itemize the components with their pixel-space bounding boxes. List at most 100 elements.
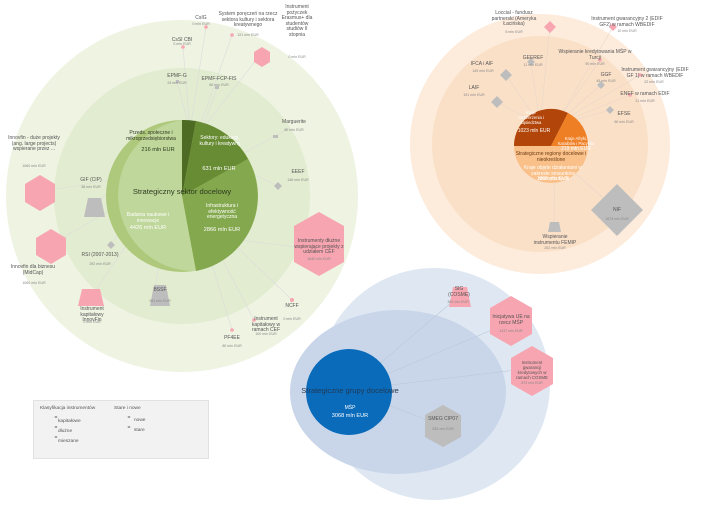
instr-innovfin-equity-name: Instrument kapitałowy InnovFin <box>80 306 104 324</box>
instr-rsi-name: RSI (2007-2013) <box>81 252 119 258</box>
instr-cef-debt-value: 1840 mln EUR <box>307 257 331 261</box>
instr-smeg-value: 530 mln EUR <box>432 427 454 431</box>
diamond-edif2 <box>609 23 617 31</box>
instr-culture-guarantee-name: System poręczeń na rzecz sektora kultury… <box>218 11 278 29</box>
sector-title: Strategiczny sektor docelowy <box>132 187 232 196</box>
instr-sme-initiative-name: Inicjatywa UE na rzecz MŚP <box>492 314 530 326</box>
instr-edif1-value: 22 mln EUR <box>644 80 664 84</box>
instr-erasmus-name: Instrument pożyczek Erasmus+ dla student… <box>281 4 313 38</box>
instr-loccial-value: 5 mln EUR <box>505 30 523 34</box>
instr-efse-value: 60 mln EUR <box>614 120 634 124</box>
instr-cssi-value: 0 mln EUR <box>173 42 191 46</box>
region-seg-external-value: 1965 mln EUR <box>536 176 570 182</box>
hexagon-culture-guarantee <box>254 47 270 67</box>
instr-nif-name: NIF <box>612 207 622 213</box>
group-segment-value: 3068 mln EUR <box>331 413 369 419</box>
hexagon-smeg <box>425 405 461 447</box>
dot-pf4ee <box>230 328 234 332</box>
instr-smeg-name: SMEG CIP07 <box>427 416 458 422</box>
instr-geeref-value: 11 mln EUR <box>523 63 543 67</box>
instr-csig-name: CsIG <box>195 15 207 21</box>
group-title: Strategiczne grupy docelowe <box>301 386 399 395</box>
instr-cef-equity-name: Instrument kapitałowy w ramach CEF <box>251 316 281 334</box>
trapezoid-sig <box>449 287 471 307</box>
instr-pf4ee-value: 80 mln EUR <box>222 344 242 348</box>
instr-turkey-sme-value: 90 mln EUR <box>585 62 605 66</box>
diamond-ifca <box>500 69 512 81</box>
instr-innovfin-large-name: Innovfin - duże projekty (ang. large pro… <box>8 135 60 153</box>
instr-sig-name: SIG (COSME) <box>448 286 470 298</box>
instr-marguerite-name: Marguerite <box>282 119 306 125</box>
legend-capital-label: kapitałowe <box>58 419 81 424</box>
legend-eq-2: = <box>54 425 58 431</box>
instr-sig-value: 380 mln EUR <box>447 300 469 304</box>
diamond-geeref <box>527 58 535 66</box>
instr-edif1-name: Instrument gwarancyjny (EDIF GF 1) w ram… <box>621 67 689 79</box>
hexagon-cef-debt <box>294 212 344 276</box>
segment-social-value: 216 mln EUR <box>141 147 175 153</box>
instr-erasmus-value: 0 mln EUR <box>288 55 306 59</box>
instr-gif-value: 58 mln EUR <box>81 185 101 189</box>
segment-research-name: Badania naukowe i innowacje <box>126 212 170 224</box>
legend-old-label: stare <box>134 428 145 433</box>
instr-pf4ee-name: PF4EE <box>224 335 240 341</box>
instr-cosme-guarantee-name: Instrument gwarancji kredytowych w ramac… <box>516 360 548 380</box>
dot-enef <box>628 93 632 97</box>
region-seg-enlargement-value: 1023 mln EUR <box>517 128 551 134</box>
instr-eeef-value: 146 mln EUR <box>287 178 309 182</box>
dot-edif1 <box>638 73 642 77</box>
diamond-rsi <box>107 241 115 249</box>
instr-innovfin-equity-value: 0 mln EUR <box>83 320 101 324</box>
instr-cef-equity-value: 100 mln EUR <box>255 332 277 336</box>
region-seg-acp-value: 219 mln EUR <box>561 146 591 152</box>
instr-ncff-value: 0 mln EUR <box>283 317 301 321</box>
trapezoid-innovfin-equity <box>78 289 104 306</box>
instr-epmf-fcp-name: EPMF-FCP-FIS <box>201 76 237 82</box>
instr-edif2-value: 10 mln EUR <box>617 29 637 33</box>
pie-slice-infrastructure <box>182 159 258 271</box>
group-segment-name: MŚP <box>344 405 356 411</box>
instr-geeref-name: GEEREF <box>522 55 544 61</box>
instr-ggf-value: 45 mln EUR <box>596 79 616 83</box>
trapezoid-gif <box>84 198 105 217</box>
new-instrument-shapes <box>25 21 642 396</box>
instr-gif-name: GIF (CIP) <box>80 177 102 183</box>
pie-slice-social <box>182 119 196 196</box>
hexagon-innovfin-large <box>25 175 55 211</box>
sector-spokes <box>39 26 320 331</box>
trapezoid-femip <box>548 222 561 232</box>
diamond-efse <box>606 106 614 114</box>
instr-cosme-guarantee-value: 872 mln EUR <box>521 381 543 385</box>
instr-enef-name: ENEF w ramach EDIF <box>620 91 670 97</box>
instr-ggf-name: GGF <box>600 72 612 78</box>
marker-marguerite <box>273 135 278 138</box>
legend-eq-1: = <box>54 415 58 421</box>
instr-innovfin-midcap-value: 1060 mln EUR <box>22 281 46 285</box>
instr-laif-value: 191 mln EUR <box>463 93 485 97</box>
diamond-eeef <box>274 182 282 190</box>
hexagon-innovfin-midcap <box>36 229 66 264</box>
legend-status-title: Stare i nowe <box>114 406 141 411</box>
instr-sme-initiative-value: 1137 mln EUR <box>499 329 523 333</box>
legend-debt-label: dłużne <box>58 429 73 434</box>
instr-innovfin-large-value: 1060 mln EUR <box>22 164 46 168</box>
region-seg-acp-name: Kraje Afryki, Karaibów i Pacyfiku <box>557 136 595 146</box>
trapezoid-bssf <box>150 285 170 306</box>
legend-eq-5: = <box>127 425 131 431</box>
pie-slice-culture <box>182 121 248 196</box>
marker-epmf-fcp <box>215 86 219 89</box>
legend-eq-3: = <box>54 435 58 441</box>
dot-ncff <box>290 298 294 302</box>
instr-cssi-name: CsSI CBI <box>171 37 193 43</box>
instr-epmf-fcp-value: 80 mln EUR <box>209 83 229 87</box>
group-center-circle <box>306 349 392 435</box>
region-seg-enlargement-name: Kraje rozszerzenia i sąsiedztwa <box>518 110 544 125</box>
segment-social-name: Przeds. społeczne i mikroprzedsiębiorstw… <box>126 130 176 142</box>
instr-femip-name: Wspieranie instrumentu FEMIP <box>533 234 577 246</box>
diamond-loccial <box>544 21 556 33</box>
instr-marguerite-value: 80 mln EUR <box>284 128 304 132</box>
legend-mixed-label: mieszane <box>58 439 79 444</box>
dot-cef-equity <box>252 318 256 322</box>
hexagon-cosme-guarantee <box>511 346 553 396</box>
legend: Klasyfikacja instrumentów kapitałowe dłu… <box>33 400 209 459</box>
